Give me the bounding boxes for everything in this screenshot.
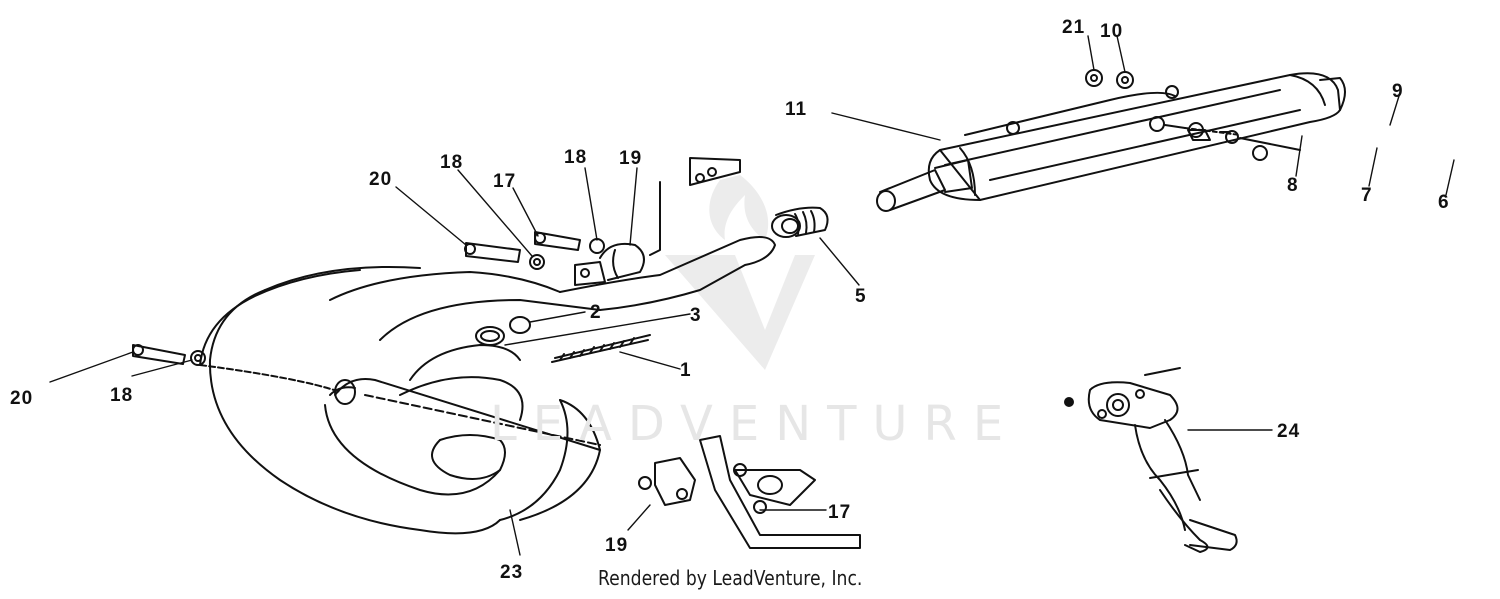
- left-mount-hardware: [132, 344, 206, 366]
- callout-part-24[interactable]: 24: [1277, 421, 1301, 442]
- callout-part-5[interactable]: 5: [855, 286, 867, 307]
- callout-part-23[interactable]: 23: [500, 562, 524, 583]
- callout-part-21[interactable]: 21: [1062, 17, 1086, 38]
- callout-part-9[interactable]: 9: [1392, 81, 1404, 102]
- watermark-text: LEADVENTURE: [490, 396, 1020, 452]
- muffler-silencer: [876, 72, 1346, 212]
- gasket-ring-spring: [475, 316, 651, 363]
- exhaust-spring-connector: [771, 206, 829, 238]
- callout-part-2[interactable]: 2: [590, 302, 602, 323]
- callout-part-20[interactable]: 20: [10, 388, 34, 409]
- callout-part-3[interactable]: 3: [690, 305, 702, 326]
- callout-part-11[interactable]: 11: [785, 99, 808, 120]
- callout-part-18[interactable]: 18: [440, 152, 464, 173]
- muffler-nut-and-washer: [1085, 69, 1134, 89]
- manifold-assembly: [1064, 367, 1238, 553]
- callout-part-19[interactable]: 19: [619, 148, 643, 169]
- callout-part-18[interactable]: 18: [564, 147, 588, 168]
- callout-part-17[interactable]: 17: [493, 171, 517, 192]
- leader-lines: [49, 35, 1455, 556]
- callout-part-18[interactable]: 18: [110, 385, 134, 406]
- callout-part-17[interactable]: 17: [828, 502, 852, 523]
- footer-credit: Rendered by LeadVenture, Inc.: [598, 566, 863, 590]
- upper-mount-hardware: [464, 157, 741, 286]
- callout-part-6[interactable]: 6: [1438, 192, 1450, 213]
- expansion-chamber-pipe: [199, 235, 776, 535]
- callout-part-20[interactable]: 20: [369, 169, 393, 190]
- callout-part-1[interactable]: 1: [680, 360, 692, 381]
- callout-part-7[interactable]: 7: [1361, 185, 1373, 206]
- lower-mount-bracket: [638, 435, 861, 549]
- muffler-mount-bolt-stack: [1149, 116, 1301, 161]
- callout-part-10[interactable]: 10: [1100, 21, 1124, 42]
- callout-part-19[interactable]: 19: [605, 535, 629, 556]
- callout-part-8[interactable]: 8: [1287, 175, 1299, 196]
- watermark-logo-icon: [665, 175, 815, 370]
